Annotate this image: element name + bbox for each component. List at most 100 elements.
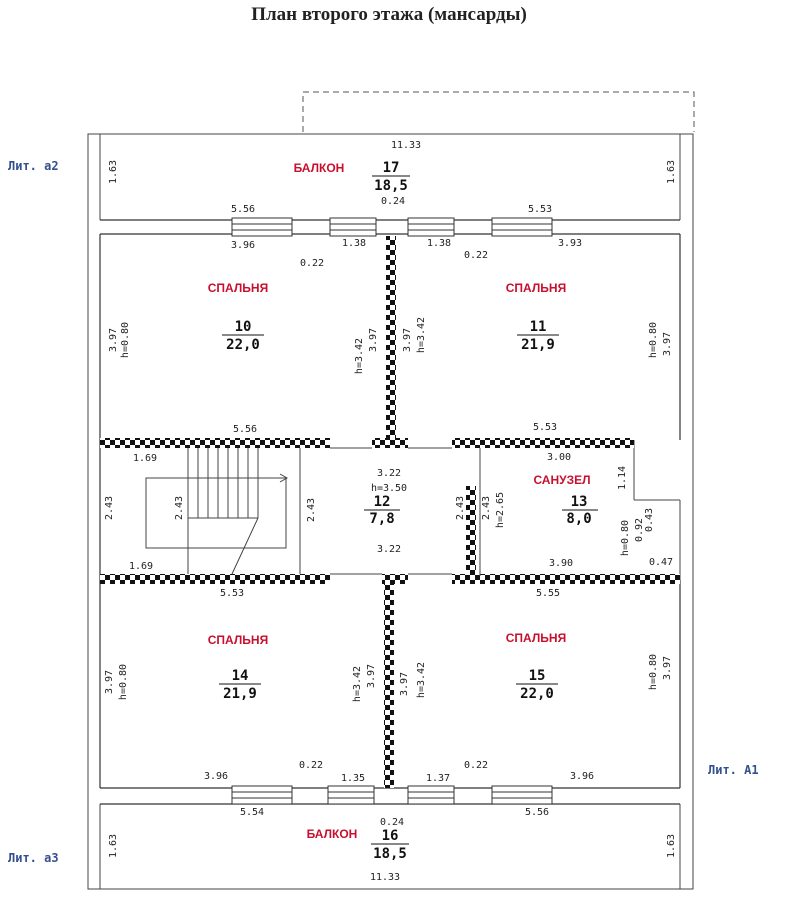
room-14-area: 21,9 [223,686,257,702]
page-title: План второго этажа (мансарды) [251,4,527,25]
dim-r15-inner-h: 3.97 [399,672,410,696]
room-13-number: 13 [571,494,588,510]
dim-top-024: 0.24 [381,196,405,207]
dim-080-13: h=0.80 [620,520,631,556]
room-17-label: БАЛКОН [294,161,345,175]
dim-243-c: 2.43 [306,498,317,522]
outer-outline [87,133,694,890]
room-15-number: 15 [529,668,546,684]
window-top-mid-r [407,217,455,237]
room-15-label: СПАЛЬНЯ [506,631,566,645]
dim-r15-bot: 3.96 [570,771,594,782]
dimension-labels: 11.33 5.56 5.53 0.24 3.96 3.93 1.38 1.38… [129,140,673,883]
room-17-number: 17 [383,160,400,176]
wall-horizontal-lower-mid [382,574,408,584]
wall-vertical-upper [386,236,396,442]
dim-r15-h: 3.97 [662,656,673,680]
staircase [145,448,289,575]
dim-243-d: 2.43 [455,496,466,520]
dim-bot-024: 0.24 [380,817,404,828]
dim-door-138-l: 1.38 [342,238,366,249]
window-bot-left [231,785,293,805]
dim-043: 0.43 [644,508,655,532]
room-13-label: САНУЗЕЛ [533,473,590,487]
dim-022-tl: 0.22 [300,258,324,269]
wall-horizontal-upper-mid [372,438,408,448]
lit-a2: Лит. а2 [8,159,59,173]
window-top-right [491,217,553,237]
room-13-area: 8,0 [566,511,591,527]
dim-r10-hh: h=0.80 [120,322,131,358]
dim-169-top: 1.69 [133,453,157,464]
dim-r15-inner-hh: h=3.42 [416,662,427,698]
window-bot-mid-r [407,785,455,805]
dim-r10-inner-hh: h=3.42 [354,338,365,374]
room-11-number: 11 [530,319,547,335]
dim-top-width: 11.33 [391,140,421,151]
dim-243-b: 2.43 [174,496,185,520]
room-16-number: 16 [382,828,399,844]
dim-top-wall-l: 5.56 [231,204,255,215]
dim-022-bl: 0.22 [299,760,323,771]
wall-horizontal-lower-left [100,574,330,584]
dim-bot-wall-r: 5.56 [525,807,549,818]
dim-390: 3.90 [549,558,573,569]
room-10-number: 10 [235,319,252,335]
dim-bal-bl-h: 1.63 [108,834,119,858]
room-16-area: 18,5 [373,846,407,862]
dim-mid-top-r: 5.53 [533,422,557,433]
room-15-area: 22,0 [520,686,554,702]
dim-022-br: 0.22 [464,760,488,771]
room-14-number: 14 [232,668,249,684]
dim-r10-inner-h: 3.97 [368,328,379,352]
room-11-area: 21,9 [521,337,555,353]
lit-a3: Лит. а3 [8,851,59,865]
dim-r14-h: 3.97 [104,670,115,694]
dim-047: 0.47 [649,557,673,568]
dim-r14-bot: 3.96 [204,771,228,782]
dim-door-137: 1.37 [426,773,450,784]
dim-bal-tr-h: 1.63 [666,160,677,184]
room-11-label: СПАЛЬНЯ [506,281,566,295]
dim-243-a: 2.43 [104,496,115,520]
wall-vertical-lower [384,584,394,788]
dim-bot-wall-l: 5.54 [240,807,264,818]
dim-r10-h: 3.97 [108,328,119,352]
dim-r11-inner-h: 3.97 [402,328,413,352]
window-bot-right [491,785,553,805]
dim-r15-hh: h=0.80 [648,654,659,690]
dim-bal-tl-h: 1.63 [108,160,119,184]
dim-mid-bot-r: 5.55 [536,588,560,599]
dim-022-tr: 0.22 [464,250,488,261]
dim-door-135: 1.35 [341,773,365,784]
room-10-label: СПАЛЬНЯ [208,281,268,295]
dim-r10-top: 3.96 [231,240,255,251]
window-top-left [231,217,293,237]
window-bot-mid-l [327,785,375,805]
dim-mid-bot-l: 5.53 [220,588,244,599]
dim-r11-h: 3.97 [662,332,673,356]
dim-300: 3.00 [547,452,571,463]
room-17-area: 18,5 [374,178,408,194]
dim-243-e: 2.43 [481,496,492,520]
wall-bath-left [466,486,476,576]
dim-top-wall-r: 5.53 [528,204,552,215]
dimension-labels-vertical: 1.63 1.63 1.63 1.63 3.97 h=0.80 h=3.42 3… [104,160,677,858]
dim-092: 0.92 [634,518,645,542]
dim-bottom-width: 11.33 [370,872,400,883]
dim-r14-inner-h: 3.97 [366,664,377,688]
dim-bal-br-h: 1.63 [666,834,677,858]
dim-r14-inner-hh: h=3.42 [352,666,363,702]
dim-350: h=3.50 [371,483,407,494]
room-10-area: 22,0 [226,337,260,353]
wall-horizontal-upper-left [100,438,330,448]
dim-r11-hh: h=0.80 [648,322,659,358]
dim-r14-hh: h=0.80 [118,664,129,700]
room-12-number: 12 [374,494,391,510]
room-14-label: СПАЛЬНЯ [208,633,268,647]
dim-r11-top: 3.93 [558,238,582,249]
dim-mid-top-l: 5.56 [233,424,257,435]
dim-169-bot: 1.69 [129,561,153,572]
wall-horizontal-upper-right [452,438,634,448]
